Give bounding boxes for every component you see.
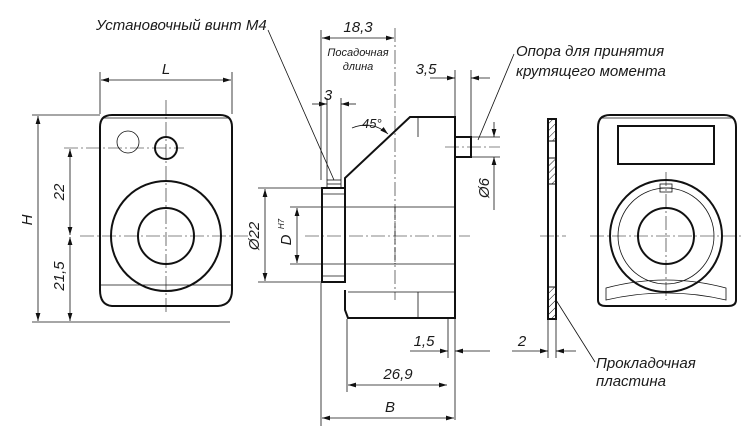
left-hole-circle — [116, 130, 140, 154]
fit-length-label-2: длина — [343, 61, 374, 73]
dim-L-label: L — [162, 61, 170, 78]
back-view-outline — [597, 114, 737, 307]
set-screw-leader — [267, 29, 335, 181]
dim-45-arc — [351, 124, 389, 135]
dim-18-3-label: 18,3 — [343, 19, 373, 36]
torque-support-leader — [477, 53, 515, 141]
dim-3-label: 3 — [324, 87, 333, 104]
gasket-leader — [555, 299, 596, 363]
gasket-label-1: Прокладочная — [596, 355, 696, 372]
dim-2-label: 2 — [517, 333, 527, 350]
dim-3-5-label: 3,5 — [416, 61, 438, 78]
torque-support-label-1: Опора для принятия — [516, 43, 664, 60]
side-body-outline — [344, 116, 456, 319]
back-base-band — [605, 279, 727, 301]
dim-21-5-label: 21,5 — [51, 261, 68, 292]
display-window — [617, 125, 715, 165]
gasket-hatch-top — [547, 118, 557, 142]
torque-support-label-2: крутящего момента — [516, 63, 666, 80]
dim-B-label: B — [385, 399, 395, 416]
set-screw-label: Установочный винт M4 — [95, 17, 267, 34]
front-view: L H 22 21,5 — [19, 61, 248, 323]
fit-length-label-1: Посадочная — [327, 47, 388, 59]
gasket-hatch-bottom — [547, 286, 557, 320]
gasket-view: 2 Прокладочная пластина — [512, 118, 696, 390]
dim-d22-label: Ø22 — [246, 221, 263, 251]
dim-H-label: H — [19, 214, 36, 225]
dim-D-label: D — [278, 234, 295, 245]
dim-45-label: 45° — [362, 116, 382, 131]
front-view-outline — [99, 114, 233, 307]
dim-22-label: 22 — [51, 183, 68, 201]
dim-26-9-label: 26,9 — [382, 366, 413, 383]
gasket-label-2: пластина — [596, 373, 666, 390]
gasket-hatch-middle — [547, 157, 557, 185]
side-view: 18,3 Посадочная длина 3 45° 3,5 Ø6 Ø22 D — [95, 17, 666, 426]
dim-H7-label: H7 — [277, 218, 286, 229]
dim-1-5-label: 1,5 — [414, 333, 436, 350]
hub-outline — [321, 187, 346, 283]
dim-d6-label: Ø6 — [476, 177, 493, 199]
back-view — [590, 114, 744, 307]
